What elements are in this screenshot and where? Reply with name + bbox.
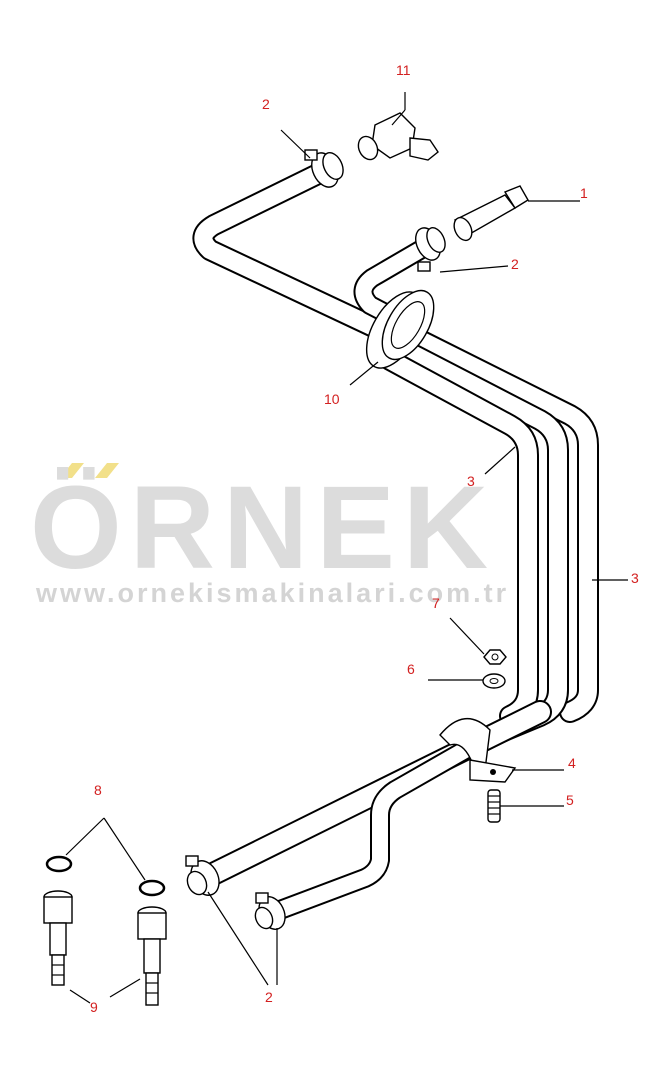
- hex-nut: [483, 649, 507, 665]
- callout-7: 7: [432, 595, 440, 611]
- elbow-fitting: [357, 112, 439, 161]
- callout-1: 1: [580, 185, 588, 201]
- hose-adapter-left: [43, 890, 73, 986]
- callouts: 1 2 2 2 3 3 4 5 6 7 8 9 10 11: [90, 62, 639, 1015]
- hose-clamp-lower-right: [254, 892, 286, 930]
- callout-4: 4: [568, 755, 576, 771]
- hose-clamp-upper-right: [415, 227, 446, 272]
- watermark-accent-left: [60, 463, 84, 478]
- callout-5: 5: [566, 792, 574, 808]
- callout-3-outer: 3: [631, 570, 639, 586]
- callout-9: 9: [90, 999, 98, 1015]
- straight-fitting: [453, 185, 529, 242]
- callout-10: 10: [324, 391, 340, 407]
- callout-2-upper-right: 2: [511, 256, 519, 272]
- callout-3-inner: 3: [467, 473, 475, 489]
- watermark-brand: ÖRNEK: [30, 462, 496, 594]
- hose-adapter-right: [137, 906, 167, 1006]
- washer: [482, 673, 506, 689]
- callout-11: 11: [396, 62, 411, 78]
- watermark-url: www.ornekismakinalari.com.tr: [35, 578, 509, 608]
- callout-8: 8: [94, 782, 102, 798]
- stud-bolt: [487, 789, 501, 823]
- leader-lines: [65, 92, 628, 1004]
- grommet: [365, 289, 435, 369]
- watermark: ÖRNEK www.ornekismakinalari.com.tr: [30, 462, 509, 608]
- o-ring-left: [45, 855, 73, 873]
- callout-2-top: 2: [262, 96, 270, 112]
- mounting-bracket: [439, 717, 517, 783]
- pipe-assembly: [192, 161, 599, 923]
- hose-clamp-top: [304, 149, 344, 188]
- o-ring-right: [138, 879, 166, 897]
- watermark-accent-right: [95, 463, 119, 478]
- callout-2-bottom: 2: [265, 989, 273, 1005]
- callout-6: 6: [407, 661, 415, 677]
- hose-clamp-lower-left: [185, 855, 220, 896]
